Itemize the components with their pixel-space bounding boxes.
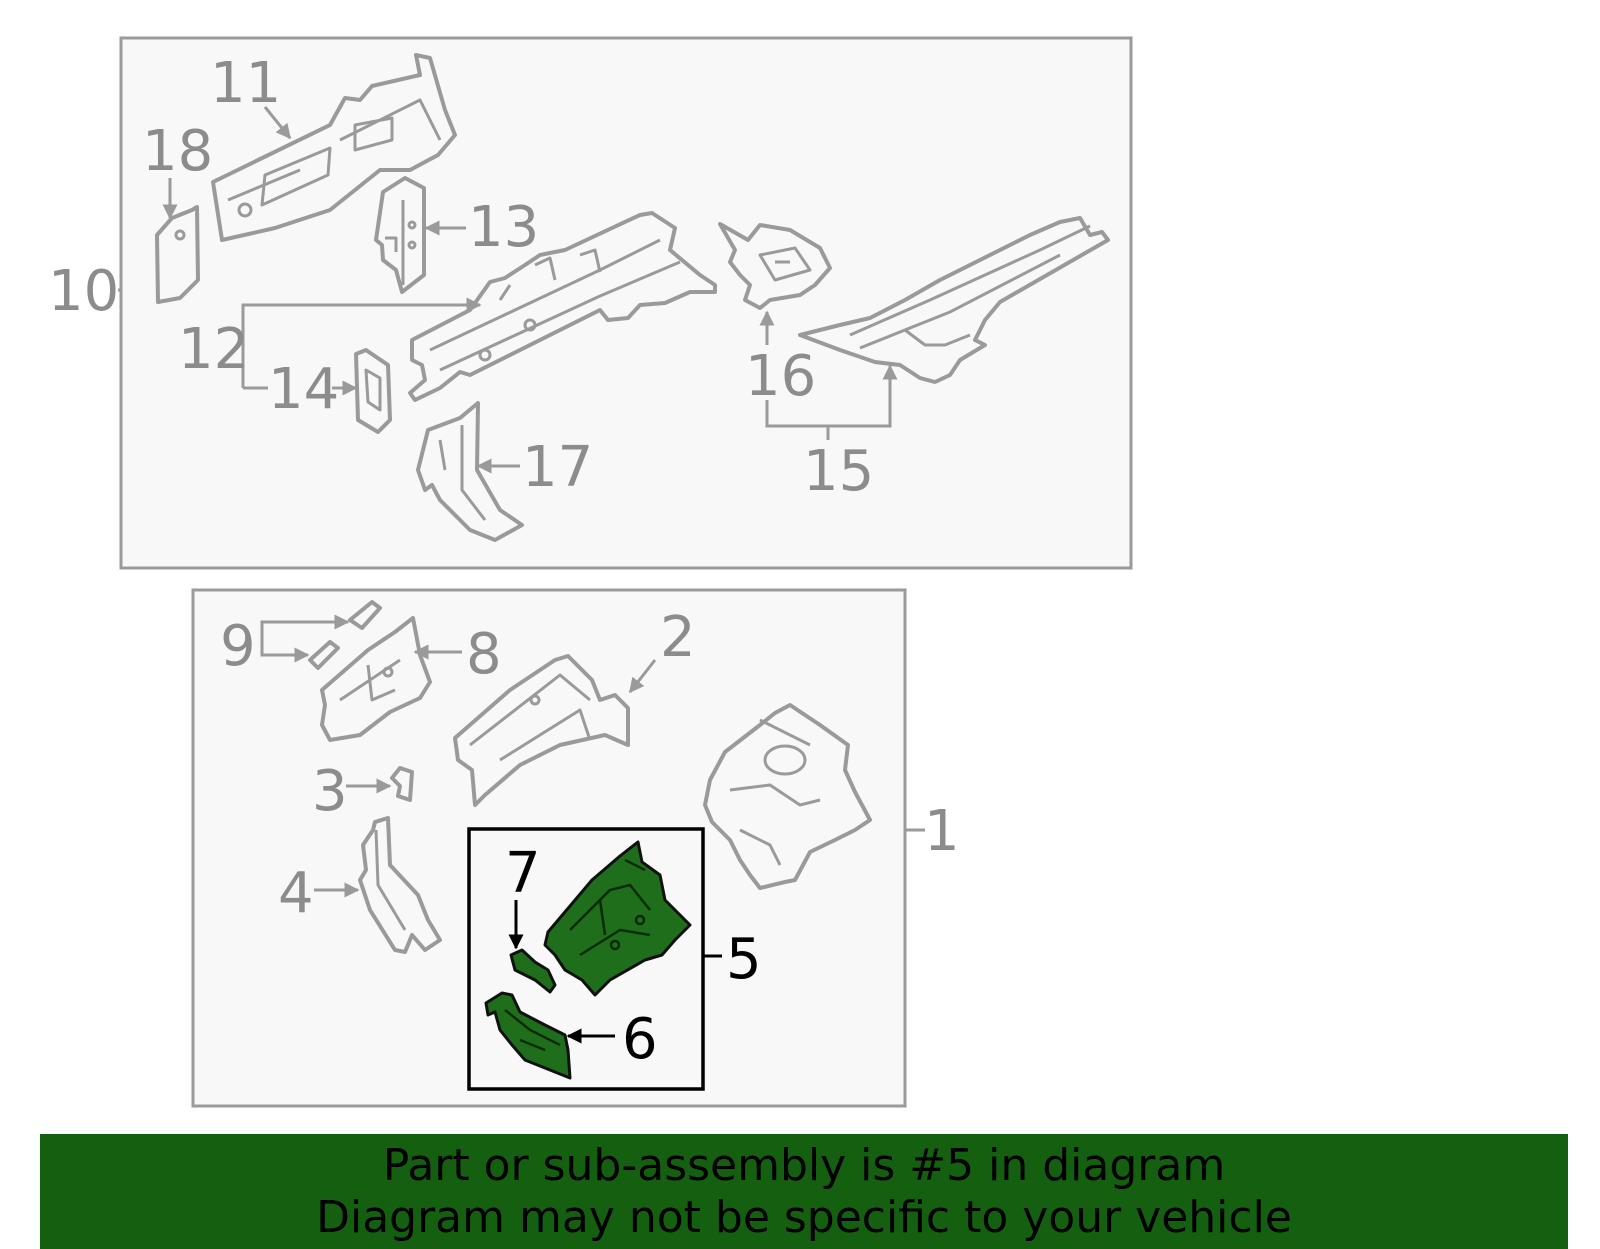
part-11-shape[interactable] <box>211 53 457 242</box>
part-1-shape[interactable] <box>703 703 872 890</box>
callout-15: 15 <box>803 439 874 504</box>
leader-lines <box>118 106 925 1044</box>
callout-14: 14 <box>268 357 339 422</box>
part-4-shape[interactable] <box>358 816 442 954</box>
callout-12: 12 <box>178 317 249 382</box>
notice-line-1: Part or sub-assembly is #5 in diagram <box>382 1140 1226 1191</box>
callout-17: 17 <box>522 435 593 500</box>
callout-6: 6 <box>622 1007 658 1072</box>
callout-7: 7 <box>505 841 541 906</box>
part-9-shape[interactable] <box>308 600 382 670</box>
callout-11: 11 <box>210 51 281 116</box>
callout-18: 18 <box>142 119 213 184</box>
callout-16: 16 <box>745 344 816 409</box>
part-7-shape[interactable] <box>509 948 557 994</box>
callout-13: 13 <box>468 195 539 260</box>
part-8-shape[interactable] <box>320 616 432 742</box>
notice-line-2: Diagram may not be specific to your vehi… <box>316 1192 1292 1243</box>
callout-5: 5 <box>726 927 762 992</box>
part-3-shape[interactable] <box>390 766 414 802</box>
callout-2: 2 <box>660 605 696 670</box>
callout-10: 10 <box>48 259 119 324</box>
part-15-shape[interactable] <box>798 216 1110 384</box>
callout-8: 8 <box>466 622 502 687</box>
callout-labels: 10 11 18 13 12 14 17 16 15 9 8 2 3 4 1 5… <box>48 51 960 1072</box>
notice-banner: Part or sub-assembly is #5 in diagram Di… <box>40 1134 1568 1249</box>
part-5-shape[interactable] <box>543 840 692 997</box>
part-17-shape[interactable] <box>416 401 524 542</box>
callout-3: 3 <box>312 759 348 824</box>
part-12-shape[interactable] <box>408 211 717 402</box>
callout-9: 9 <box>220 614 256 679</box>
part-14-shape[interactable] <box>354 348 392 434</box>
part-13-shape[interactable] <box>374 176 426 294</box>
part-16-shape[interactable] <box>718 222 832 310</box>
callout-4: 4 <box>278 861 314 926</box>
callout-1: 1 <box>924 799 960 864</box>
part-6-shape[interactable] <box>484 991 572 1080</box>
part-2-shape[interactable] <box>453 654 630 807</box>
